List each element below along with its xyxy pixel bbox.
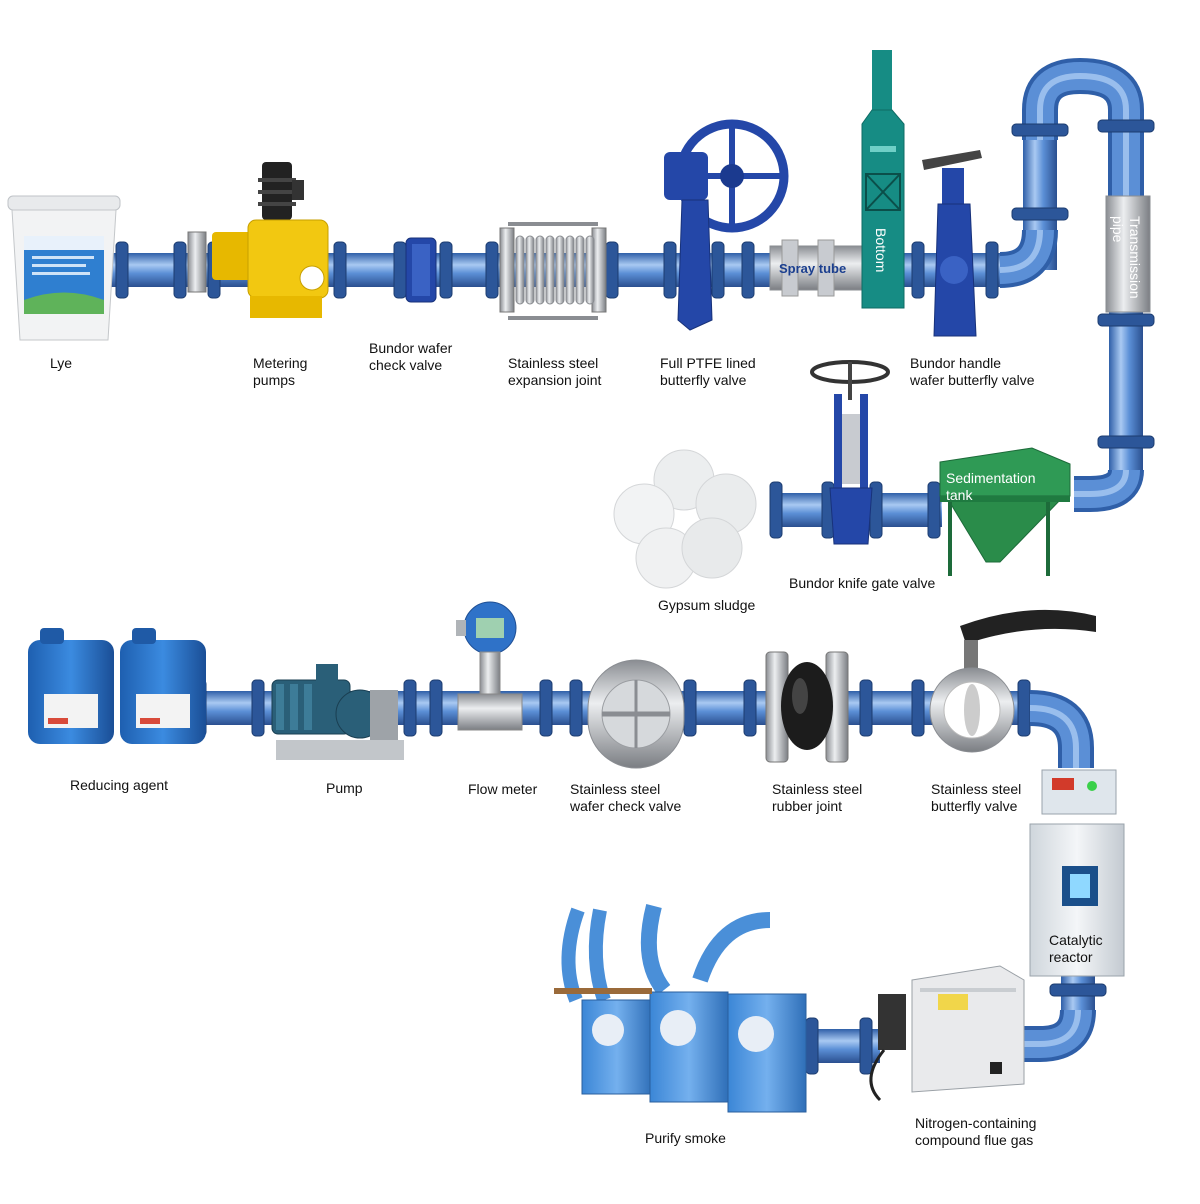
nitrogen-flue-gas-unit (869, 965, 1025, 1102)
lye-bucket (7, 195, 121, 341)
label-spray-tube: Spray tube (779, 261, 846, 276)
ss-butterfly-valve (929, 609, 1096, 753)
bundor-wafer-check-valve (405, 237, 437, 303)
flow-meter (456, 601, 523, 731)
spray-tube (769, 239, 863, 297)
label-pump: Pump (326, 780, 363, 796)
label-gypsum-sludge: Gypsum sludge (658, 597, 755, 613)
sedimentation-tank (939, 447, 1071, 576)
label-reducing-agent: Reducing agent (70, 777, 168, 793)
label-knife-gate: Bundor knife gate valve (789, 575, 936, 591)
bottom-paddle (861, 50, 905, 309)
stainless-expansion-joint (499, 222, 607, 320)
knife-gate-valve (810, 360, 890, 545)
handle-wafer-butterfly-valve (922, 150, 982, 337)
label-flow-meter: Flow meter (468, 781, 538, 797)
reducing-agent-cans (28, 628, 206, 744)
ptfe-butterfly-valve (664, 119, 789, 331)
metering-pump (187, 162, 329, 318)
ss-rubber-joint (765, 651, 849, 763)
ss-wafer-check-valve (587, 659, 685, 769)
transmission-pipe-section (1105, 195, 1151, 313)
label-bottom: Bottom (873, 228, 889, 272)
gypsum-sludge-balls (613, 449, 757, 589)
purify-smoke-units (554, 903, 807, 1113)
catalytic-reactor (1029, 769, 1125, 977)
label-purify-smoke: Purify smoke (645, 1130, 726, 1146)
pump (271, 664, 404, 760)
label-lye: Lye (50, 355, 72, 371)
label-transmission-pipe: Transmissionpipe (1110, 216, 1143, 299)
